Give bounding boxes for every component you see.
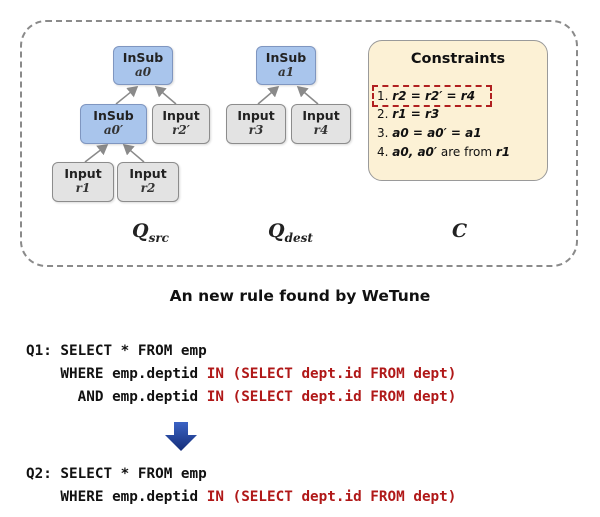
- constraint-4: 4. a0, a0′ are from r1: [377, 145, 510, 159]
- edge-r2p-to-a0: [154, 86, 177, 105]
- sql-text: AND emp.deptid: [26, 389, 207, 405]
- constraint-text: are from: [437, 145, 496, 159]
- insub-a1-node: InSub a1: [256, 46, 316, 85]
- constraint-1: 1. r2 = r2′ = r4: [377, 89, 475, 103]
- q-dest-label: Qdest: [268, 220, 313, 245]
- q-src-label: Qsrc: [132, 220, 169, 245]
- figure-caption: An new rule found by WeTune: [169, 287, 431, 305]
- q1-line-1: Q1: SELECT * FROM emp: [26, 343, 207, 359]
- label-sub: src: [148, 230, 169, 245]
- q2-line-1: Q2: SELECT * FROM emp: [26, 466, 207, 482]
- constraint-text: r1 = r3: [392, 107, 440, 121]
- node-arg: r1: [75, 181, 91, 195]
- label-sub: dest: [284, 230, 313, 245]
- sql-text: WHERE emp.deptid: [26, 366, 207, 382]
- label-main: Q: [132, 220, 149, 242]
- node-op: InSub: [122, 50, 164, 65]
- constraint-3: 3. a0 = a0′ = a1: [377, 126, 482, 140]
- insub-a0-prime-node: InSub a0′: [80, 104, 147, 144]
- input-r4-node: Input r4: [291, 104, 351, 144]
- constraint-num: 3.: [377, 126, 393, 140]
- constraint-2: 2. r1 = r3: [377, 107, 439, 121]
- edge-r2-to-a0p: [122, 144, 145, 163]
- node-op: Input: [64, 166, 102, 181]
- constraints-title: Constraints: [410, 51, 506, 67]
- node-arg: r2: [140, 181, 156, 195]
- node-op: Input: [162, 108, 200, 123]
- constraint-text: r2 = r2′ = r4: [392, 89, 476, 103]
- constraint-num: 1.: [377, 89, 393, 103]
- node-op: Input: [237, 108, 275, 123]
- q2-line-2: WHERE emp.deptid IN (SELECT dept.id FROM…: [26, 489, 456, 505]
- edge-r4-to-a1: [296, 86, 319, 105]
- sql-subquery: IN (SELECT dept.id FROM dept): [206, 366, 457, 382]
- q1-line-2: WHERE emp.deptid IN (SELECT dept.id FROM…: [26, 366, 456, 382]
- q1-line-3: AND emp.deptid IN (SELECT dept.id FROM d…: [26, 389, 457, 405]
- label-main: Q: [268, 220, 285, 242]
- node-arg: r2′: [172, 123, 190, 137]
- input-r3-node: Input r3: [226, 104, 286, 144]
- node-op: Input: [129, 166, 167, 181]
- down-arrow-icon: [165, 422, 197, 451]
- constraint-text: a0 = a0′ = a1: [392, 126, 482, 140]
- node-arg: r3: [248, 123, 264, 137]
- node-arg: r4: [313, 123, 329, 137]
- sql-text: WHERE emp.deptid: [26, 489, 207, 505]
- node-arg: a0: [134, 65, 152, 79]
- rule-panel: [20, 20, 578, 267]
- node-op: InSub: [93, 108, 134, 123]
- constraints-box: Constraints 1. r2 = r2′ = r4 2. r1 = r3 …: [368, 40, 548, 181]
- constraint-text: r1: [495, 145, 511, 159]
- input-r2-node: Input r2: [117, 162, 179, 202]
- c-label: C: [452, 220, 467, 242]
- insub-a0-node: InSub a0: [113, 46, 173, 85]
- constraint-text: a0, a0′: [392, 145, 438, 159]
- label-main: C: [452, 220, 468, 242]
- node-op: Input: [302, 108, 340, 123]
- input-r2-prime-node: Input r2′: [152, 104, 210, 144]
- node-op: InSub: [265, 50, 307, 65]
- input-r1-node: Input r1: [52, 162, 114, 202]
- constraint-num: 4.: [377, 145, 393, 159]
- constraint-highlight: [372, 85, 492, 107]
- edge-a0p-to-a0: [115, 86, 139, 105]
- sql-subquery: IN (SELECT dept.id FROM dept): [206, 489, 457, 505]
- node-arg: a0′: [103, 123, 124, 137]
- node-arg: a1: [277, 65, 295, 79]
- constraint-num: 2.: [377, 107, 393, 121]
- edge-r1-to-a0p: [84, 144, 109, 163]
- edge-r3-to-a1: [257, 86, 280, 105]
- sql-subquery: IN (SELECT dept.id FROM dept): [206, 389, 457, 405]
